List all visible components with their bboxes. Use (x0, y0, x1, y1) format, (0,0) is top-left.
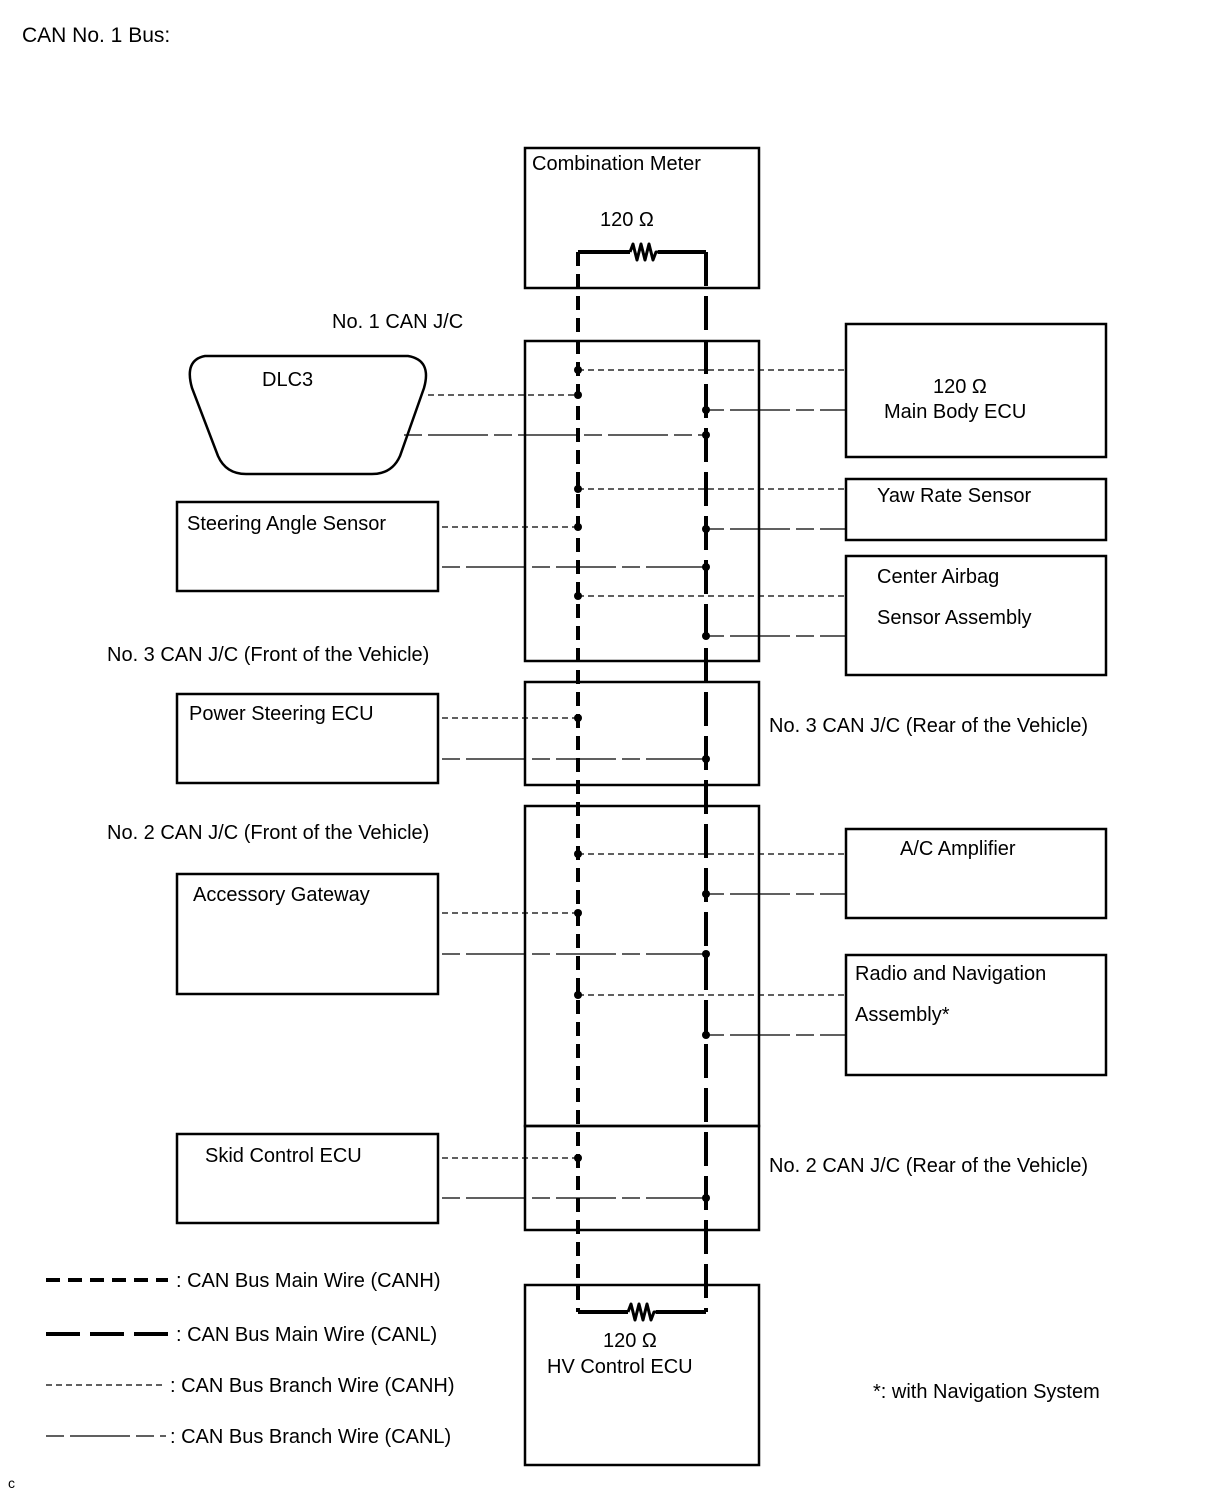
ac-amplifier-canl-junction (702, 890, 710, 898)
legend-main-canh-label: : CAN Bus Main Wire (CANH) (176, 1270, 440, 1292)
main-body-ecu-resistor-label: 120 Ω (933, 376, 987, 398)
yaw-rate-sensor-label: Yaw Rate Sensor (877, 485, 1031, 507)
radio-navigation-assembly-box (844, 953, 1108, 1077)
accessory-gateway-label: Accessory Gateway (193, 884, 370, 906)
skid-control-ecu-canh-junction (574, 1154, 582, 1162)
main-body-ecu-canh-junction (574, 366, 582, 374)
main-body-ecu-label: Main Body ECU (884, 401, 1026, 423)
yaw-rate-sensor-canl-junction (702, 525, 710, 533)
skid-control-ecu-box (175, 1132, 440, 1225)
ac-amplifier-canh-junction (574, 850, 582, 858)
no3-can-jc-box (523, 680, 761, 787)
legend-main-canl-label: : CAN Bus Main Wire (CANL) (176, 1324, 437, 1346)
steering-angle-sensor-label: Steering Angle Sensor (187, 513, 386, 535)
combination-meter-label: Combination Meter (532, 153, 701, 175)
legend-branch-canl-label: : CAN Bus Branch Wire (CANL) (170, 1426, 451, 1448)
no3-can-jc-rear-label: No. 3 CAN J/C (Rear of the Vehicle) (769, 715, 1088, 737)
diagram-title: CAN No. 1 Bus: (22, 24, 170, 47)
radio-navigation-canl-junction (702, 1031, 710, 1039)
hv-control-ecu-resistor-label: 120 Ω (603, 1330, 657, 1352)
steering-angle-sensor-canl-junction (702, 563, 710, 571)
radio-navigation-label-line2: Assembly* (855, 1004, 950, 1026)
no2-can-jc-rear-label: No. 2 CAN J/C (Rear of the Vehicle) (769, 1155, 1088, 1177)
steering-angle-sensor-box (175, 500, 440, 593)
accessory-gateway-canl-junction (702, 950, 710, 958)
corner-mark: c (8, 1475, 15, 1491)
no1-can-jc-box (523, 339, 761, 663)
ac-amplifier-box (844, 827, 1108, 920)
no3-can-jc-front-label: No. 3 CAN J/C (Front of the Vehicle) (107, 644, 429, 666)
radio-navigation-canh-junction (574, 991, 582, 999)
accessory-gateway-box (175, 872, 440, 996)
hv-control-ecu-label: HV Control ECU (547, 1356, 693, 1378)
no1-can-jc-label: No. 1 CAN J/C (332, 311, 463, 333)
steering-angle-sensor-canh-junction (574, 523, 582, 531)
top-resistor-icon (628, 242, 658, 262)
bottom-resistor-icon (626, 1302, 656, 1322)
ac-amplifier-label: A/C Amplifier (900, 838, 1016, 860)
no2-can-jc-front-label: No. 2 CAN J/C (Front of the Vehicle) (107, 822, 429, 844)
power-steering-ecu-canh-junction (574, 714, 582, 722)
dlc3-label: DLC3 (262, 369, 313, 391)
no2-can-jc-rear-box (523, 1124, 761, 1232)
accessory-gateway-canh-junction (574, 909, 582, 917)
main-body-ecu-canl-junction (702, 406, 710, 414)
combination-meter-resistor-label: 120 Ω (600, 209, 654, 231)
skid-control-ecu-label: Skid Control ECU (205, 1145, 362, 1167)
center-airbag-label-line1: Center Airbag (877, 566, 999, 588)
yaw-rate-sensor-canh-junction (574, 485, 582, 493)
dlc3-canh-junction (574, 391, 582, 399)
main-body-ecu-box (844, 322, 1108, 459)
center-airbag-canh-junction (574, 592, 582, 600)
footnote: *: with Navigation System (873, 1381, 1100, 1403)
radio-navigation-label-line1: Radio and Navigation (855, 963, 1046, 985)
yaw-rate-sensor-box (844, 477, 1108, 542)
power-steering-ecu-canl-junction (702, 755, 710, 763)
center-airbag-sensor-box (844, 554, 1108, 677)
dlc3-canl-junction (702, 431, 710, 439)
center-airbag-label-line2: Sensor Assembly (877, 607, 1032, 629)
power-steering-ecu-box (175, 692, 440, 785)
skid-control-ecu-canl-junction (702, 1194, 710, 1202)
power-steering-ecu-label: Power Steering ECU (189, 703, 374, 725)
center-airbag-canl-junction (702, 632, 710, 640)
dlc3-connector-icon (188, 354, 428, 476)
legend-branch-canh-label: : CAN Bus Branch Wire (CANH) (170, 1375, 455, 1397)
combination-meter-box (523, 146, 761, 290)
legend: : CAN Bus Main Wire (CANH) : CAN Bus Mai… (46, 1270, 455, 1448)
